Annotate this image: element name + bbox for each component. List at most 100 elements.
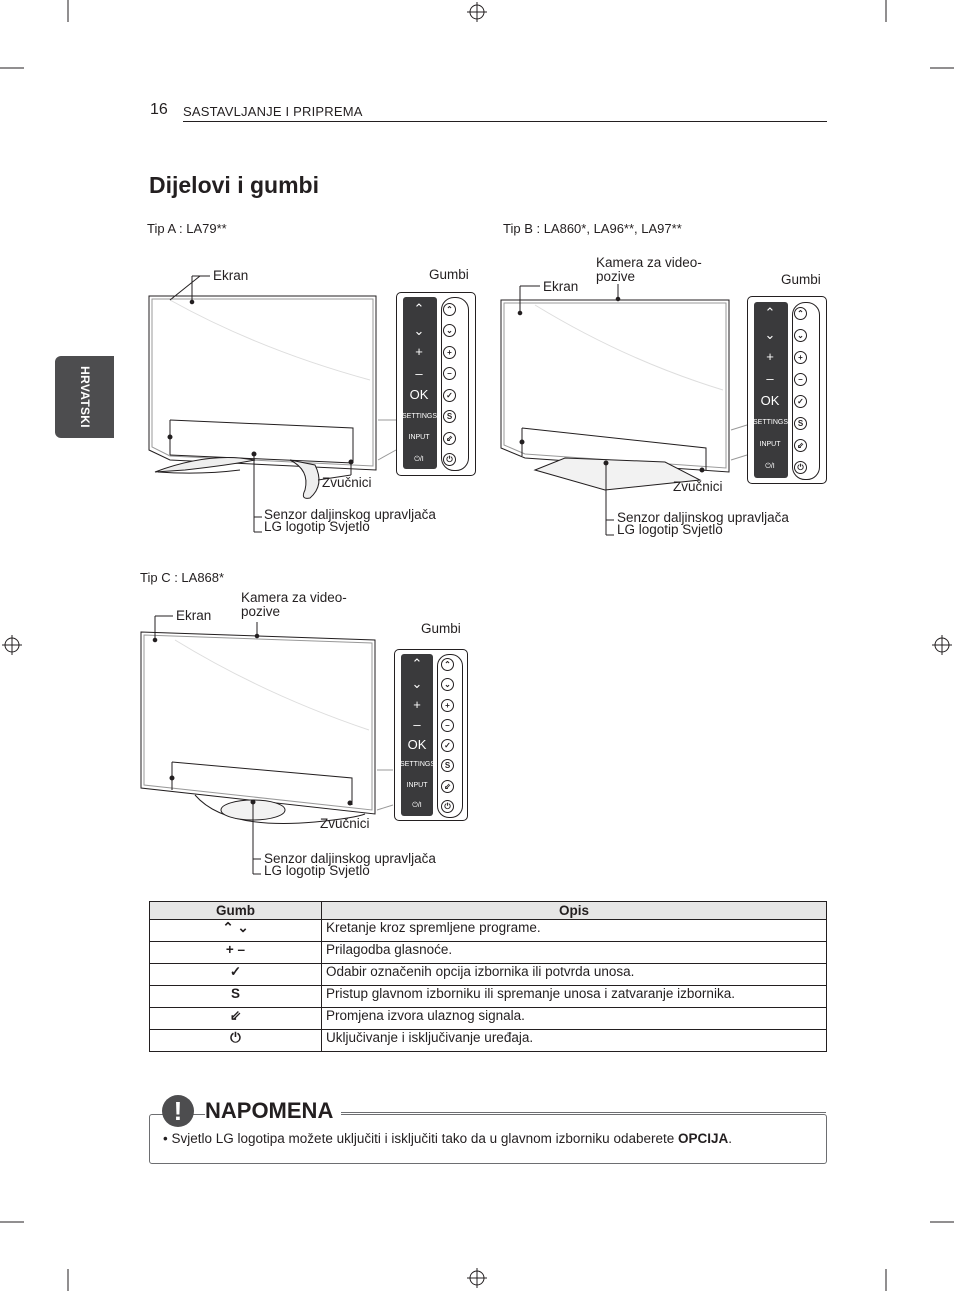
power-icon: ⏻/I	[414, 455, 424, 463]
power-icon-button-icon: ⏻	[441, 799, 454, 813]
language-tab: HRVATSKI	[55, 356, 114, 438]
table-row: ⏻Uključivanje i isključivanje uređaja.	[149, 1029, 827, 1052]
speakers-label-c: Zvučnici	[320, 816, 370, 831]
power-icon: ⏻/I	[412, 801, 422, 809]
sensor-label-a: Senzor daljinskog upravljača	[264, 507, 436, 522]
camera-label-b-2: pozive	[596, 269, 636, 284]
exclamation-icon: !	[162, 1095, 194, 1127]
button-symbol: ⏻	[149, 1029, 322, 1052]
down-icon: ⌄	[764, 327, 776, 342]
button-description: Pristup glavnom izborniku ili spremanje …	[321, 985, 827, 1008]
type-a-label: Tip A : LA79**	[147, 221, 227, 236]
plus-icon-button-icon: +	[794, 351, 807, 364]
minus-icon-button-icon: –	[794, 373, 807, 386]
tv-diagram-c	[140, 615, 394, 875]
plus-icon: +	[415, 344, 423, 359]
minus-icon: –	[766, 371, 774, 386]
plus-icon-button-icon: +	[441, 698, 454, 712]
minus-icon-button-icon: –	[443, 367, 456, 381]
power-icon-button-icon: ⏻	[443, 453, 456, 467]
plus-icon: +	[413, 696, 421, 712]
tv-diagram-a	[148, 275, 397, 533]
settings-button-icon: S	[443, 410, 456, 424]
ok-label: OK	[409, 387, 429, 402]
camera-label-c-1: Kamera za video-	[241, 590, 347, 605]
input-label: INPUT	[759, 441, 781, 448]
down-icon-button-icon: ⌄	[441, 678, 454, 692]
settings-label: SETTINGS	[400, 761, 436, 769]
section-title: SASTAVLJANJE I PRIPREMA	[183, 104, 363, 119]
input-button-icon: ⇙	[794, 439, 807, 452]
button-panel-b	[747, 296, 827, 484]
type-c-label: Tip C : LA868*	[140, 570, 225, 585]
up-icon-button-icon: ⌃	[443, 302, 456, 316]
table-row: ⌃ ⌄Kretanje kroz spremljene programe.	[149, 919, 827, 942]
header-rule	[183, 121, 827, 122]
up-icon: ⌃	[764, 305, 776, 320]
down-icon-button-icon: ⌄	[443, 324, 456, 338]
settings-label: SETTINGS	[753, 419, 789, 426]
up-icon-button-icon: ⌃	[441, 658, 454, 672]
buttons-table: Gumb Opis ⌃ ⌄Kretanje kroz spremljene pr…	[149, 901, 827, 1052]
button-description: Prilagodba glasnoće.	[321, 941, 827, 964]
button-panel-a	[396, 292, 476, 476]
input-button-icon: ⇙	[441, 779, 454, 793]
type-b-label: Tip B : LA860*, LA96**, LA97**	[503, 221, 682, 236]
minus-icon: –	[415, 365, 423, 381]
button-symbol: ⌃ ⌄	[149, 919, 322, 942]
buttons-label-c: Gumbi	[421, 621, 461, 636]
sensor-label-c: Senzor daljinskog upravljača	[264, 851, 436, 866]
down-icon: ⌄	[413, 322, 425, 338]
table-header-button: Gumb	[149, 901, 322, 920]
table-row: + –Prilagodba glasnoće.	[149, 941, 827, 964]
up-icon-button-icon: ⌃	[794, 307, 807, 320]
power-icon-button-icon: ⏻	[794, 461, 807, 474]
screen-label-a: Ekran	[213, 268, 249, 283]
up-icon: ⌃	[413, 301, 425, 316]
button-symbol: S	[149, 985, 322, 1008]
note-end: .	[728, 1131, 733, 1146]
input-label: INPUT	[408, 434, 430, 441]
down-icon-button-icon: ⌄	[794, 329, 807, 342]
ok-button-icon: ✓	[443, 388, 456, 402]
plus-icon: +	[766, 349, 774, 364]
note-box	[149, 1114, 827, 1164]
ok-label: OK	[760, 393, 780, 408]
down-icon: ⌄	[411, 676, 423, 692]
logo-label-b: LG logotip Svjetlo	[617, 522, 723, 537]
note-bold: OPCIJA	[678, 1131, 729, 1146]
logo-label-c: LG logotip Svjetlo	[264, 863, 370, 878]
button-description: Uključivanje i isključivanje uređaja.	[321, 1029, 827, 1052]
page-title: Dijelovi i gumbi	[149, 172, 319, 198]
settings-button-icon: S	[441, 759, 454, 773]
input-label: INPUT	[406, 781, 428, 789]
buttons-label-a: Gumbi	[429, 267, 469, 282]
page-number: 16	[150, 101, 168, 118]
logo-label-a: LG logotip Svjetlo	[264, 519, 370, 534]
button-description: Promjena izvora ulaznog signala.	[321, 1007, 827, 1030]
note-text: • Svjetlo LG logotipa možete uključiti i…	[163, 1131, 733, 1146]
button-symbol: ✓	[149, 963, 322, 986]
screen-label-b: Ekran	[543, 279, 579, 294]
note-body: Svjetlo LG logotipa možete uključiti i i…	[171, 1131, 678, 1146]
table-header-description: Opis	[321, 901, 827, 920]
button-description: Odabir označenih opcija izbornika ili po…	[321, 963, 827, 986]
button-symbol: ⇙	[149, 1007, 322, 1030]
button-description: Kretanje kroz spremljene programe.	[321, 919, 827, 942]
tv-diagram-b	[500, 284, 748, 536]
note-rule	[338, 1112, 826, 1113]
power-icon: ⏻/I	[765, 463, 775, 470]
speakers-label-b: Zvučnici	[673, 479, 723, 494]
minus-icon: –	[413, 716, 421, 732]
settings-label: SETTINGS	[402, 412, 438, 420]
settings-button-icon: S	[794, 417, 807, 430]
note-title: NAPOMENA	[205, 1098, 342, 1124]
language-label: HRVATSKI	[77, 366, 92, 428]
camera-label-c-2: pozive	[241, 604, 281, 619]
buttons-label-b: Gumbi	[781, 272, 821, 287]
sensor-label-b: Senzor daljinskog upravljača	[617, 510, 789, 525]
minus-icon-button-icon: –	[441, 718, 454, 732]
input-button-icon: ⇙	[443, 431, 456, 445]
